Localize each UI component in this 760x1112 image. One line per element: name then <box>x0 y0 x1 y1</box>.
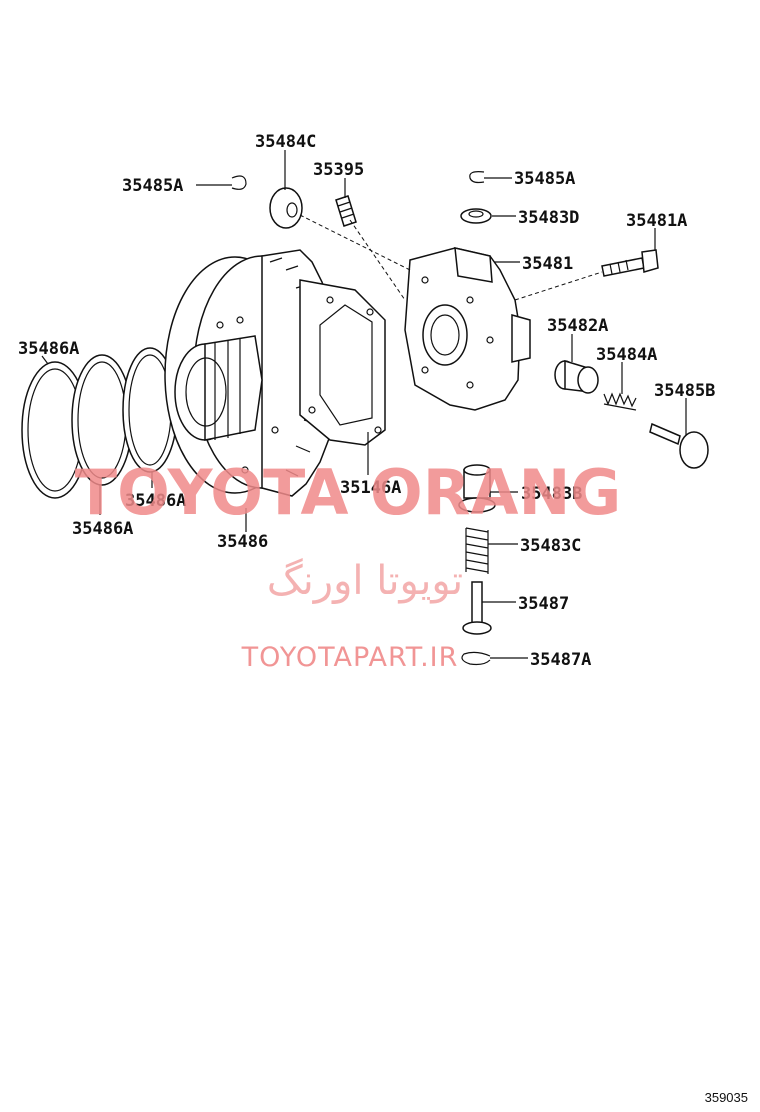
pin-35487 <box>462 581 492 635</box>
label-35485A-right: 35485A <box>514 169 575 189</box>
label-35486A-bottom: 35486A <box>72 519 133 539</box>
label-35485B: 35485B <box>654 381 715 401</box>
label-35483B: 35483B <box>521 484 582 504</box>
plug-35395 <box>335 195 357 227</box>
label-35483D: 35483D <box>518 208 579 228</box>
label-35484C: 35484C <box>255 132 316 152</box>
alignment-line-1 <box>299 214 411 271</box>
spring-35484A <box>603 392 637 411</box>
bushing-35484C <box>269 187 303 229</box>
watermark-url: TOYOTAPART.IR <box>241 642 459 673</box>
label-35484A: 35484A <box>596 345 657 365</box>
label-35486: 35486 <box>217 532 268 552</box>
valve-35485B <box>649 422 709 469</box>
alignment-line-2 <box>349 219 406 301</box>
label-35483C: 35483C <box>520 536 581 556</box>
bolt-35481A <box>601 249 659 277</box>
label-35486A-mid: 35486A <box>125 491 186 511</box>
pump-cover <box>404 247 531 411</box>
diagram-id: 359035 <box>705 1090 748 1105</box>
label-35481: 35481 <box>522 254 573 274</box>
watermark-persian: تویوتا اورنگ <box>267 558 463 604</box>
alignment-line-3 <box>514 271 603 301</box>
seal-ring-3 <box>122 347 178 473</box>
label-35486A-top: 35486A <box>18 339 79 359</box>
washer-35483D <box>460 208 492 224</box>
snap-ring-left <box>231 175 247 190</box>
watermark-title: TOYOTA ORANG <box>75 456 621 529</box>
label-35485A-left: 35485A <box>122 176 183 196</box>
label-35395: 35395 <box>313 160 364 180</box>
valve-35483B <box>458 464 496 513</box>
gasket <box>299 279 386 446</box>
plug-35482A <box>554 359 599 394</box>
label-35482A: 35482A <box>547 316 608 336</box>
spring-35483C <box>465 527 489 574</box>
label-35487A: 35487A <box>530 650 591 670</box>
label-35481A: 35481A <box>626 211 687 231</box>
label-35487: 35487 <box>518 594 569 614</box>
snap-ring-35487A <box>461 651 491 666</box>
snap-ring-right <box>469 171 485 184</box>
leader-lines <box>41 150 687 659</box>
label-35146A: 35146A <box>340 478 401 498</box>
